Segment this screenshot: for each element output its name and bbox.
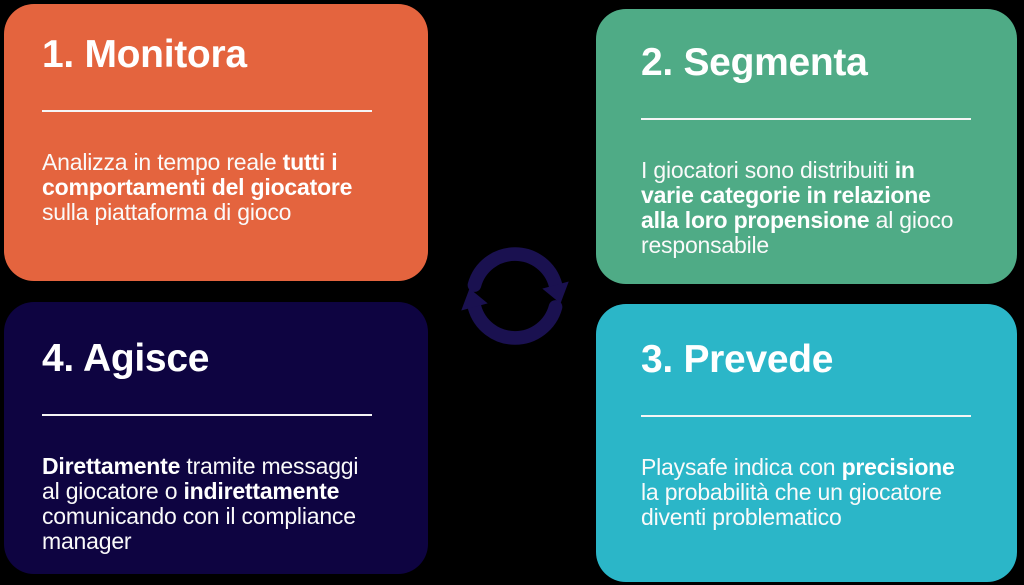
- cycle-refresh-icon: [452, 233, 578, 359]
- divider: [641, 414, 971, 417]
- card-monitora-title: 1. Monitora: [42, 33, 247, 76]
- card-agisce-title: 4. Agisce: [42, 337, 210, 380]
- divider: [42, 413, 372, 416]
- card-segmenta: 2. Segmenta I giocatori sono distribuiti…: [596, 9, 1017, 284]
- divider: [641, 117, 971, 120]
- card-prevede: 3. Prevede Playsafe indica con precision…: [596, 304, 1017, 582]
- card-segmenta-title: 2. Segmenta: [641, 41, 868, 84]
- card-monitora: 1. Monitora Analizza in tempo reale tutt…: [4, 4, 428, 281]
- card-prevede-title: 3. Prevede: [641, 338, 834, 381]
- divider: [42, 109, 372, 112]
